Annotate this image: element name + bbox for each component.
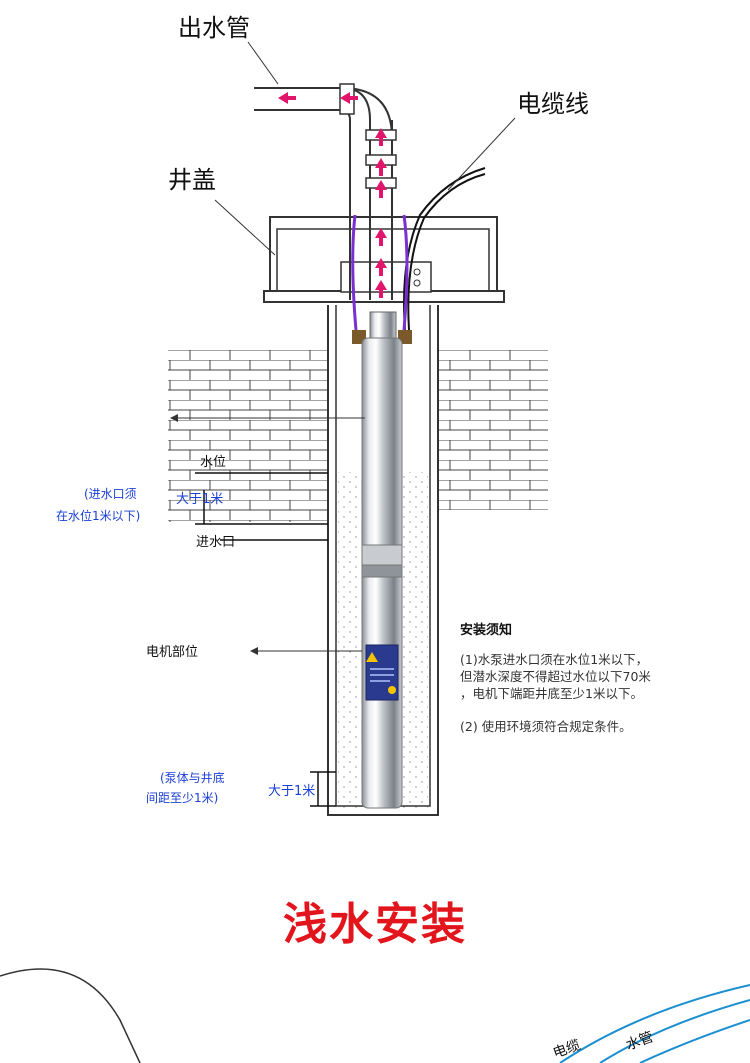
arrow-left-icon <box>250 647 258 655</box>
arrow-up-icon <box>375 128 387 146</box>
depth-bottom-label: 大于1米 <box>268 784 315 799</box>
next-diagram-partial <box>0 968 750 1063</box>
depth-top-label: 大于1米 <box>176 492 223 507</box>
bottom-note-line2: 间距至少1米) <box>146 791 218 805</box>
level-lines <box>195 472 336 807</box>
arrow-up-icon <box>375 280 387 298</box>
inlet-label: 进水口 <box>196 535 235 550</box>
leader-lines <box>175 41 516 652</box>
partial-pipe-label: 水管 <box>624 1029 656 1054</box>
ground-wall-right <box>438 350 548 510</box>
notes-item-1: (1)水泵进水口须在水位1米以下， 但潜水深度不得超过水位以下70米 ，电机下端… <box>460 652 651 701</box>
notes-heading: 安装须知 <box>460 623 513 638</box>
outlet-pipe-label: 出水管 <box>178 14 250 42</box>
well-cover-label: 井盖 <box>168 166 216 194</box>
installation-notes: 安装须知 (1)水泵进水口须在水位1米以下， 但潜水深度不得超过水位以下70米 … <box>460 622 740 751</box>
arrow-up-icon <box>375 180 387 198</box>
arrow-up-icon <box>375 258 387 276</box>
arrow-left-icon <box>278 92 296 104</box>
notes-item-2: (2) 使用环境须符合规定条件。 <box>460 719 632 734</box>
submersible-pump <box>352 311 412 809</box>
ground-wall-left <box>168 350 328 522</box>
inlet-note-line1: (进水口须 <box>84 487 137 501</box>
cable-label: 电缆线 <box>517 90 589 118</box>
water-level-label: 水位 <box>200 455 226 470</box>
bottom-note-line1: (泵体与井底 <box>160 770 225 785</box>
arrow-left-icon <box>170 414 178 422</box>
arrow-up-icon <box>375 228 387 246</box>
motor-label: 电机部位 <box>146 645 198 660</box>
power-cable <box>403 167 486 331</box>
flow-arrows <box>278 92 387 298</box>
page-title: 浅水安装 <box>283 899 467 950</box>
well-cover <box>263 216 505 303</box>
inlet-note-line2: 在水位1米以下) <box>56 508 140 523</box>
arrow-up-icon <box>375 158 387 176</box>
arrow-left-icon <box>340 92 358 104</box>
suspension-straps <box>351 214 409 331</box>
